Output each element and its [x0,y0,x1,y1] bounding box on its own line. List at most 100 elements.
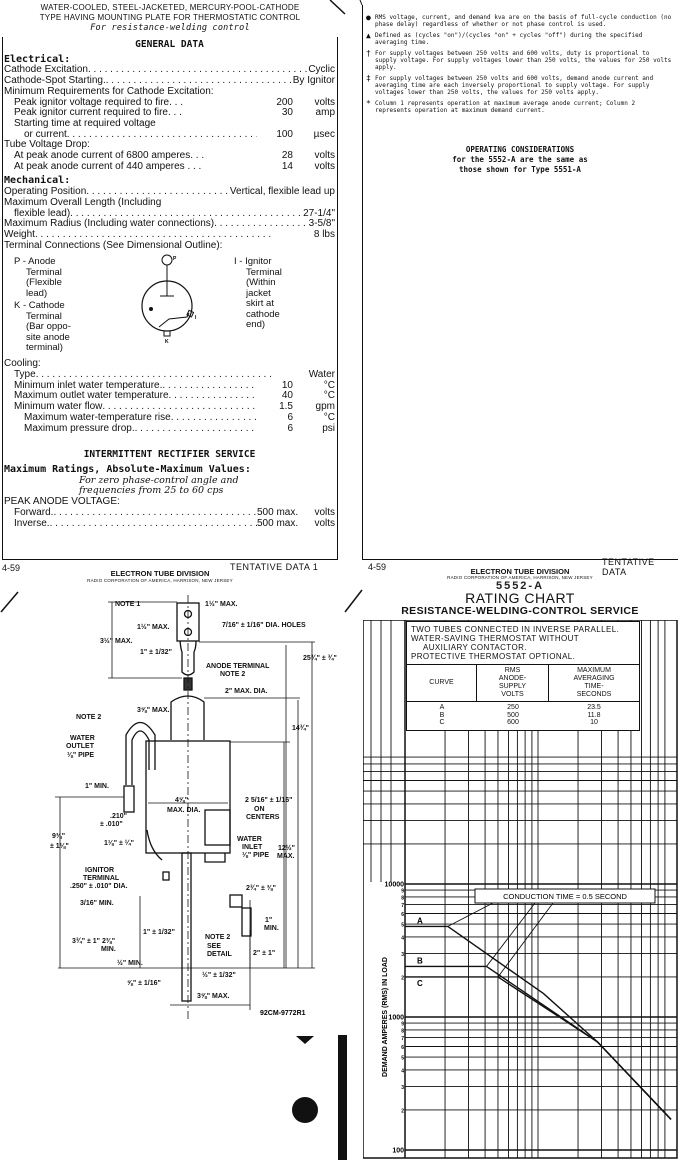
footnote-text: Defined as (cycles "on")/(cycles "on" + … [375,32,643,46]
row-value: Vertical, flexible lead up [229,186,335,198]
data-row: Cathode-Spot Starting.By Ignitor [4,75,335,87]
cooling-and-ratings-rows: Cooling:TypeWaterMinimum inlet water tem… [4,359,335,529]
footnote-text: RMS voltage, current, and demand kva are… [375,14,672,28]
y-tick-label: 3 [401,952,404,958]
curve-C [405,976,672,1120]
y-tick-label: 3 [401,1085,404,1091]
anode-note-line: (Flexible [26,277,62,289]
section-title: INTERMITTENT RECTIFIER SERVICE [4,450,335,461]
dot-leader [135,424,257,435]
dimensional-outline-drawing: 92CM-9772R1 [55,595,315,1020]
y-tick-label: 2 [401,975,404,981]
row-label: Terminal Connections (See Dimensional Ou… [4,239,223,251]
data-row: Maximum water-temperature rise6°C [4,412,335,424]
general-data-box [2,37,338,560]
section-title-text: INTERMITTENT RECTIFIER SERVICE [83,449,256,461]
table-cell: 11.8 [587,711,601,719]
y-tick-label: 7 [401,903,404,909]
row-label: Minimum water flow [14,401,103,413]
section-heading: Maximum Ratings, Absolute-Maximum Values… [4,464,335,476]
k-label: K [165,339,169,345]
dimension-label: ⅛" PIPE [242,852,270,859]
ignitor-note-line: cathode [246,308,280,320]
ignitor-note-line: (Within [246,277,276,289]
dimension-label: DETAIL [207,951,232,958]
row-label: Cooling: [4,358,41,370]
row-label: Cathode-Spot Starting. [4,75,106,87]
operating-line-2: for the 5552-A are the same as [452,155,588,164]
row-unit: °C [323,390,335,402]
row-unit: amp [315,107,335,119]
cathode-note-line: K - Cathode [14,300,65,312]
dot-leader [53,508,257,519]
ignitor-note-line: I - Ignitor [234,256,272,268]
dimension-label: 7/16" ± 1/16" DIA. HOLES [222,622,306,629]
dimension-label: 3¾" ± 1" [72,938,100,945]
dot-leader [201,162,257,173]
footnote: *Column 1 represents operation at maximu… [366,100,674,115]
table-cell: 600 [507,719,519,726]
dot-leader [171,413,257,424]
row-value: 6 [287,422,293,434]
data-row: Minimum inlet water temperature.10°C [4,379,335,392]
row-label: Forward. [14,506,54,518]
dimension-label: MIN. [264,925,279,932]
table-cell: 10 [590,719,598,726]
data-row: Maximum Overall Length (Including [4,197,335,209]
condition-note: frequencies from 25 to 60 cps [79,485,224,497]
footnote-text: Column 1 represents operation at maximum… [375,100,636,114]
data-row: Maximum Radius (Including water connecti… [4,219,335,230]
dimension-label: 25¾" ± ¾" [303,655,337,662]
row-unit: psi [322,422,335,434]
row-label: or current [24,128,67,140]
footnote-symbol: ‡ [366,74,371,83]
dimension-label: 4⅝" [175,797,189,804]
dimension-label: 12½" [278,845,295,852]
dot-leader [214,219,309,230]
row-value: 8 lbs [313,228,335,240]
row-unit: volts [314,517,335,529]
y-tick-label: 9 [401,1022,404,1028]
cathode-note-line: site anode [26,331,70,343]
row-label: Minimum inlet water temperature. [14,379,163,391]
dimension-label: NOTE 2 [76,714,102,721]
section-heading-text: Mechanical: [4,175,71,187]
row-unit: volts [314,96,335,108]
dimension-label: NOTE 2 [205,934,231,941]
footnote: ●RMS voltage, current, and demand kva ar… [366,14,674,29]
chart-subtitle: RESISTANCE-WELDING-CONTROL SERVICE [401,605,639,617]
condition-1: TWO TUBES CONNECTED IN INVERSE PARALLEL. [411,625,620,634]
annotation-text: CONDUCTION TIME = 0.5 SECOND [503,892,627,901]
data-row: At peak anode current of 440 amperes . .… [4,161,335,173]
header-subtitle: For resistance-welding control [90,23,250,33]
row-unit: °C [323,379,335,391]
data-row: At peak anode current of 6800 amperes. .… [4,150,335,162]
row-label: flexible lead) [14,207,71,219]
chart-conditions: TWO TUBES CONNECTED IN INVERSE PARALLEL.… [407,622,639,665]
row-value: 500 max. [257,517,299,529]
y-tick-label: 5 [401,923,404,929]
data-row: Peak ignitor voltage required to fire. .… [4,96,335,109]
row-label: Cathode Excitation [4,64,88,76]
row-label: Maximum pressure drop. [24,422,135,434]
data-row: PEAK ANODE VOLTAGE: [4,496,335,508]
dimension-label: ⅝" ± 1/16" [127,980,161,987]
row-value: 40 [281,390,293,402]
dimension-label: WATER [237,836,262,843]
data-row: Maximum outlet water temperature40°C [4,391,335,402]
dimension-label: 3/16" MIN. [80,900,114,907]
dimension-label: 1" ± 1/32" [140,649,172,656]
footer-company: RADIO CORPORATION OF AMERICA, HARRISON, … [87,578,233,583]
dot-leader [204,151,257,162]
dimension-label: ± .010" [100,821,123,828]
dimension-label: .250" ± .010" DIA. [70,883,128,890]
tube-symbol-icon: P K I [141,254,197,345]
